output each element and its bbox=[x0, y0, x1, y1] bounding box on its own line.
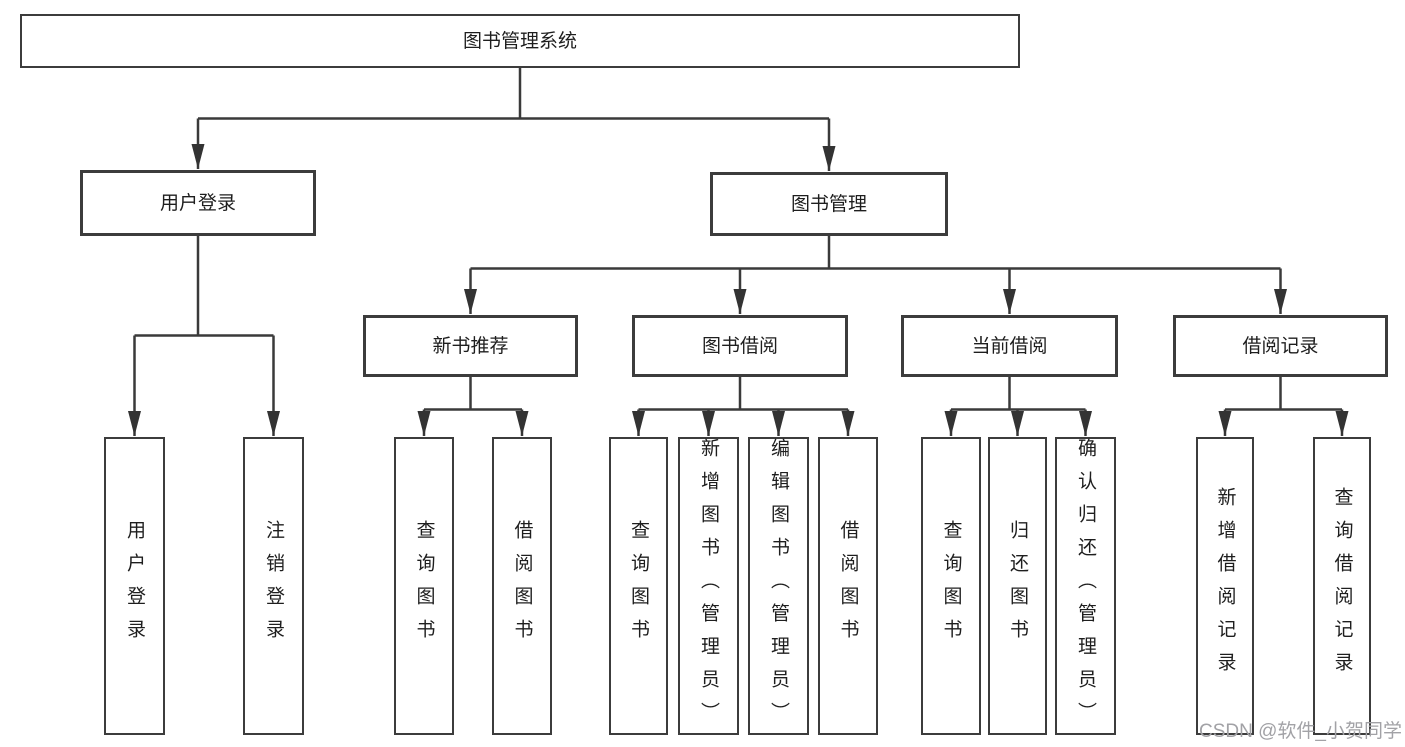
connector-book-borrow-to-leaves bbox=[632, 377, 855, 436]
node-current-borrow-label: 当前借阅 bbox=[971, 335, 1048, 357]
node-new-books: 新书推荐 bbox=[363, 315, 578, 377]
connector-user-login-to-leaves bbox=[128, 236, 280, 436]
leaf-logout: 注销登录 bbox=[243, 437, 304, 735]
node-current-borrow: 当前借阅 bbox=[901, 315, 1118, 377]
leaf-confirm-return-admin: 确认归还（管理员） bbox=[1055, 437, 1116, 735]
node-book-mgmt-label: 图书管理 bbox=[790, 193, 867, 215]
node-user-login-label: 用户登录 bbox=[159, 192, 236, 214]
node-new-books-label: 新书推荐 bbox=[432, 335, 509, 357]
leaf-query-borrow-record: 查询借阅记录 bbox=[1313, 437, 1371, 735]
leaf-query-borrow-record-label: 查询借阅记录 bbox=[1331, 487, 1353, 685]
leaf-borrow-books: 借阅图书 bbox=[818, 437, 878, 735]
csdn-watermark: CSDN @软件_小贺同学 bbox=[1199, 721, 1402, 742]
leaf-query-books-current: 查询图书 bbox=[921, 437, 981, 735]
leaf-confirm-return-admin-label: 确认归还（管理员） bbox=[1075, 437, 1096, 735]
connector-current-borrow-to-leaves bbox=[944, 377, 1092, 436]
node-borrow-records-label: 借阅记录 bbox=[1242, 335, 1319, 357]
node-user-login: 用户登录 bbox=[80, 170, 316, 236]
leaf-return-books-label: 归还图书 bbox=[1007, 520, 1028, 652]
leaf-add-books-admin-label: 新增图书（管理员） bbox=[698, 437, 719, 735]
leaf-logout-label: 注销登录 bbox=[263, 520, 284, 652]
leaf-query-books-borrow-label: 查询图书 bbox=[628, 520, 649, 652]
connector-borrow-records-to-leaves bbox=[1218, 377, 1349, 436]
leaf-query-books-new: 查询图书 bbox=[394, 437, 454, 735]
connector-root-to-level1 bbox=[191, 68, 836, 171]
leaf-add-borrow-record-label: 新增借阅记录 bbox=[1214, 487, 1236, 685]
node-borrow-records: 借阅记录 bbox=[1173, 315, 1388, 377]
leaf-add-books-admin: 新增图书（管理员） bbox=[678, 437, 739, 735]
leaf-edit-books-admin: 编辑图书（管理员） bbox=[748, 437, 809, 735]
leaf-add-borrow-record: 新增借阅记录 bbox=[1196, 437, 1254, 735]
leaf-return-books: 归还图书 bbox=[988, 437, 1047, 735]
leaf-query-books-current-label: 查询图书 bbox=[940, 520, 962, 652]
node-book-borrow-label: 图书借阅 bbox=[701, 335, 778, 357]
leaf-borrow-books-new: 借阅图书 bbox=[492, 437, 552, 735]
leaf-edit-books-admin-label: 编辑图书（管理员） bbox=[768, 437, 789, 735]
leaf-query-books-new-label: 查询图书 bbox=[413, 520, 435, 652]
leaf-query-books-borrow: 查询图书 bbox=[609, 437, 668, 735]
leaf-borrow-books-label: 借阅图书 bbox=[837, 520, 859, 652]
node-root: 图书管理系统 bbox=[20, 14, 1020, 68]
leaf-user-login: 用户登录 bbox=[104, 437, 165, 735]
node-book-mgmt: 图书管理 bbox=[710, 172, 948, 236]
leaf-borrow-books-new-label: 借阅图书 bbox=[511, 520, 533, 652]
leaf-user-login-label: 用户登录 bbox=[124, 520, 145, 652]
node-book-borrow: 图书借阅 bbox=[632, 315, 848, 377]
connector-new-books-to-leaves bbox=[417, 377, 529, 436]
node-root-label: 图书管理系统 bbox=[462, 30, 577, 52]
connector-book-mgmt-to-groups bbox=[464, 236, 1287, 314]
